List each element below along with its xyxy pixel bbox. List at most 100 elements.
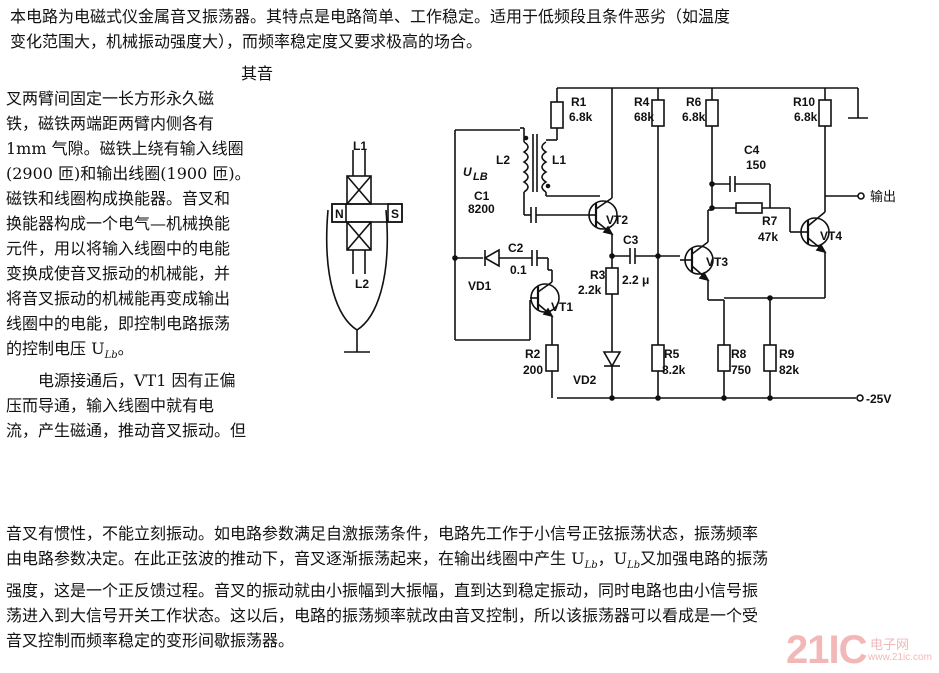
left-column-text: 其音 叉两臂间固定一长方形永久磁 铁，磁铁两端距两臂内侧各有 1mm 气隙。磁铁… xyxy=(6,61,281,443)
coil-l1-label: L1 xyxy=(353,139,367,153)
resistor-r7 xyxy=(735,202,763,214)
fork-outline xyxy=(325,209,389,331)
vt3-label: VT3 xyxy=(706,255,728,269)
c2-value: 0.1 xyxy=(510,263,527,277)
col-line-5: (2900 匝)和输出线圈(1900 匝)。 xyxy=(6,164,251,183)
ulb-sub: LB xyxy=(473,171,488,183)
col-line-3: 铁，磁铁两端距两臂内侧各有 xyxy=(6,114,215,133)
col-line-1: 其音 xyxy=(240,64,273,83)
inductor-l1 xyxy=(541,141,548,193)
magnet-pole-s xyxy=(387,203,403,223)
r2-label: R2 xyxy=(525,347,541,361)
col-line-12-text: 的控制电压 U xyxy=(6,339,105,358)
col-line-6: 磁铁和线圈构成换能器。音叉和 xyxy=(6,189,231,208)
col-line-7: 换能器构成一个电气—机械换能 xyxy=(6,214,231,233)
r2-value: 200 xyxy=(523,363,543,377)
r1-value: 6.8k xyxy=(569,110,593,124)
r5-value: 8.2k xyxy=(662,363,686,377)
vt2-label: VT2 xyxy=(606,213,628,227)
r4-label: R4 xyxy=(634,95,650,109)
col-line-2: 叉两臂间固定一长方形永久磁 xyxy=(6,89,215,108)
col-line-12-sub: Lb xyxy=(104,350,118,362)
watermark-cn: 电子网 xyxy=(870,638,910,653)
coil-l1 xyxy=(346,175,372,205)
r9-value: 82k xyxy=(779,363,799,377)
output-label: 输出 xyxy=(870,189,896,205)
c3-value: 2.2 μ xyxy=(622,273,649,287)
supply-terminal xyxy=(856,394,864,402)
bottom-line-3: 强度，这是一个正反馈过程。音叉的振动就由小振幅到大振幅，直到达到稳定振动，同时电… xyxy=(6,581,759,601)
col-line-12: 的控制电压 ULb。 xyxy=(6,339,134,362)
r7-value: 47k xyxy=(758,230,778,244)
r8-value: 750 xyxy=(731,363,751,377)
bottom-line-4: 荡进入到大信号开关工作状态。这以后，电路的振荡频率就改由音叉控制，所以该振荡器可… xyxy=(6,606,759,626)
vd1-label: VD1 xyxy=(468,279,492,293)
bottom-paragraph: 音叉有惯性，不能立刻振动。如电路参数满足自激振荡条件，电路先工作于小信号正弦振荡… xyxy=(6,521,768,653)
vt4-label: VT4 xyxy=(820,229,842,243)
bottom-line-2-end: 又加强电路的振荡 xyxy=(640,549,769,568)
col-line-9: 变换成使音叉振动的机械能，并 xyxy=(6,264,231,283)
r7-label: R7 xyxy=(762,214,778,228)
r10-value: 6.8k xyxy=(794,110,818,124)
bottom-line-2-tail: ，U xyxy=(597,549,628,568)
watermark-url: www.21ic.com xyxy=(868,652,932,663)
bottom-line-2-text: 由电路参数决定。在此正弦波的推动下，音叉逐渐振荡起来，在输出线圈中产生 U xyxy=(6,549,585,568)
magnet-pole-n xyxy=(331,203,347,223)
coil-l2 xyxy=(346,221,372,251)
resistor-r10 xyxy=(818,99,832,127)
vd2-label: VD2 xyxy=(573,373,597,387)
r6-label: R6 xyxy=(686,95,702,109)
inductor-l2 xyxy=(522,141,529,193)
c3-label: C3 xyxy=(623,233,639,247)
diode-vd2 xyxy=(602,351,622,368)
resistor-r2 xyxy=(545,344,559,372)
bottom-line-2-sub2: Lb xyxy=(627,560,641,572)
magnet-n-label: N xyxy=(335,207,344,221)
bottom-line-2-sub1: Lb xyxy=(584,560,598,572)
diode-vd1 xyxy=(483,248,500,268)
col-line-13: 电源接通后，VT1 因有正偏 xyxy=(38,371,236,391)
c2-label: C2 xyxy=(508,241,524,255)
c1-label: C1 xyxy=(474,189,490,203)
r4-value: 68k xyxy=(634,110,654,124)
r9-label: R9 xyxy=(779,347,795,361)
resistor-r1 xyxy=(550,101,564,129)
l1-label: L1 xyxy=(552,153,566,167)
bottom-line-2: 由电路参数决定。在此正弦波的推动下，音叉逐渐振荡起来，在输出线圈中产生 ULb，… xyxy=(6,546,768,578)
resistor-r3 xyxy=(605,267,619,295)
r1-label: R1 xyxy=(571,95,587,109)
resistor-r6 xyxy=(705,99,719,127)
tuning-fork-figure: N S L1 L2 xyxy=(325,139,403,353)
r3-value: 2.2k xyxy=(578,283,602,297)
r6-value: 6.8k xyxy=(682,110,706,124)
output-terminal xyxy=(857,192,865,200)
col-line-8: 元件，用以将输入线圈中的电能 xyxy=(6,239,231,258)
transistor-vt2 xyxy=(588,200,618,230)
intro-line-2: 变化范围大，机械振动强度大），而频率稳定度又要求极高的场合。 xyxy=(10,32,483,51)
col-line-10: 将音叉振动的机械能再变成输出 xyxy=(6,289,231,308)
c4-label: C4 xyxy=(744,143,760,157)
c4-value: 150 xyxy=(746,158,766,172)
resistor-r9 xyxy=(763,344,777,372)
bottom-line-1: 音叉有惯性，不能立刻振动。如电路参数满足自激振荡条件，电路先工作于小信号正弦振荡… xyxy=(6,524,759,543)
vt1-label: VT1 xyxy=(551,300,573,314)
col-line-11: 线圈中的电能，即控制电路振荡 xyxy=(6,314,231,333)
r3-label: R3 xyxy=(590,268,606,282)
r5-label: R5 xyxy=(664,347,680,361)
l2-label: L2 xyxy=(496,153,510,167)
col-line-4: 1mm 气隙。磁铁上绕有输入线圈 xyxy=(6,139,244,158)
coil-l2-label: L2 xyxy=(355,277,369,291)
watermark-logo: 21IC xyxy=(786,628,867,672)
col-line-15: 流，产生磁通，推动音叉振动。但 xyxy=(6,421,247,441)
col-line-14: 压而导通，输入线圈中就有电 xyxy=(6,396,215,416)
magnet-s-label: S xyxy=(391,207,399,221)
bottom-line-5: 音叉控制而频率稳定的变形间歇振荡器。 xyxy=(6,631,295,651)
resistor-r8 xyxy=(717,344,731,372)
intro-paragraph: 本电路为电磁式仪金属音叉振荡器。其特点是电路简单、工作稳定。适用于低频段且条件恶… xyxy=(10,4,730,54)
r10-label: R10 xyxy=(793,95,815,109)
intro-line-1: 本电路为电磁式仪金属音叉振荡器。其特点是电路简单、工作稳定。适用于低频段且条件恶… xyxy=(10,7,731,26)
ulb-label: U xyxy=(463,165,472,179)
r8-label: R8 xyxy=(731,347,747,361)
c1-value: 8200 xyxy=(468,202,495,216)
